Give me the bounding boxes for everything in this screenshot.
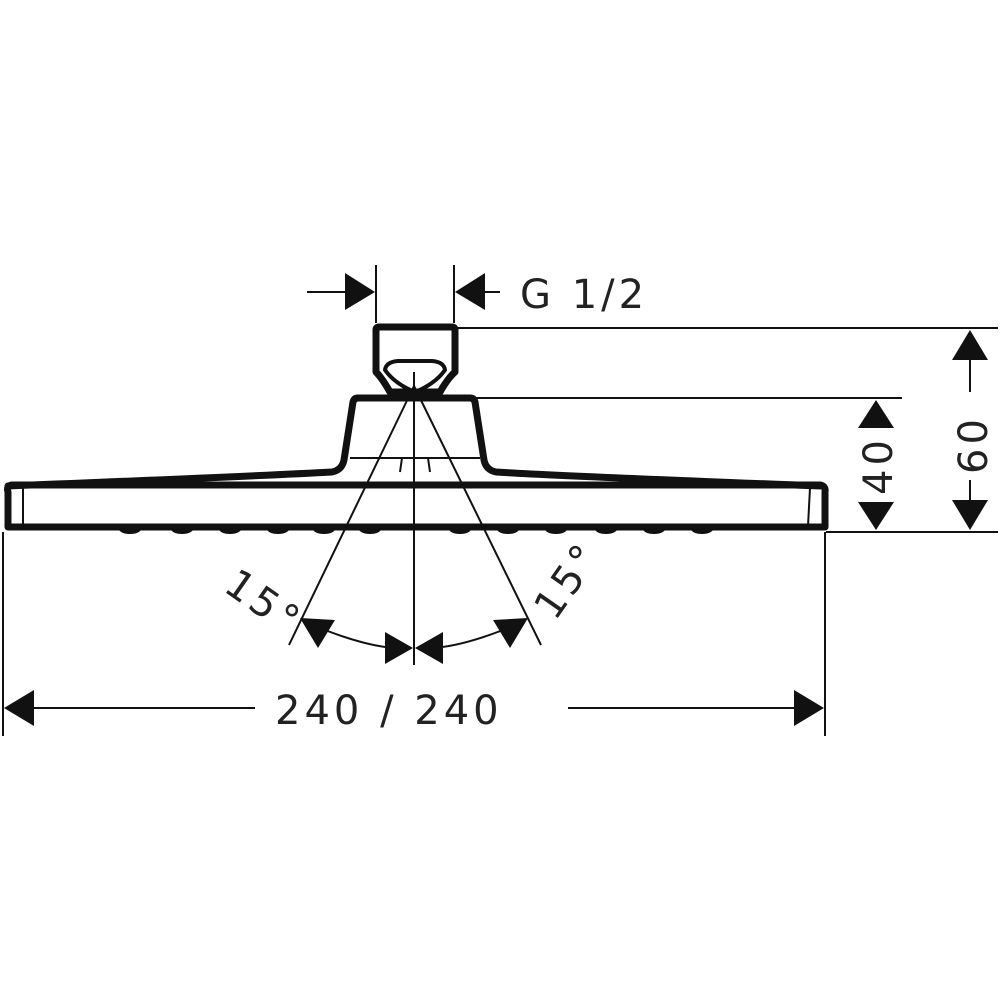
shower-body <box>4 394 826 490</box>
height-total-dimension <box>952 330 988 530</box>
shower-plate <box>4 481 829 534</box>
spray-nozzles <box>118 528 714 534</box>
thread-dimension <box>307 265 500 323</box>
angle-left-label: 15° <box>216 561 310 646</box>
height-body-dimension <box>858 400 894 530</box>
angle-right-label: 15° <box>526 533 611 627</box>
spray-angle-dimension <box>300 618 528 664</box>
height-body-label: 40 <box>856 436 902 495</box>
extension-lines <box>456 327 998 533</box>
connector-nut <box>372 323 459 396</box>
thread-label: G 1/2 <box>520 272 648 318</box>
height-total-label: 60 <box>951 415 997 474</box>
width-dimension <box>2 532 826 736</box>
spray-cone-lines <box>288 372 542 665</box>
width-label: 240 / 240 <box>275 688 503 734</box>
